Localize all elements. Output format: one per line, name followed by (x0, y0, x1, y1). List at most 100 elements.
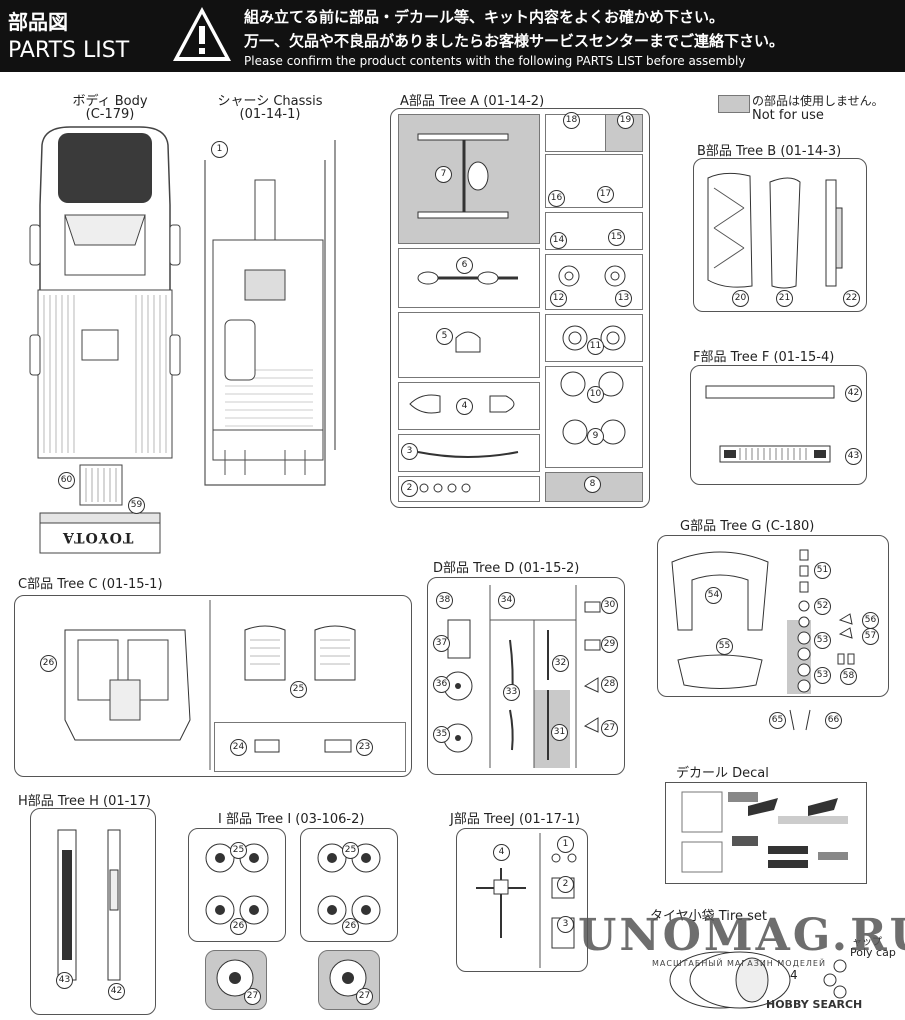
tree-g-drawing (671, 549, 855, 731)
part-58: 58 (840, 668, 857, 685)
tree-h-frame (30, 808, 156, 1015)
part-4: 4 (456, 398, 473, 415)
part-15: 15 (608, 229, 625, 246)
part-3: 3 (401, 443, 418, 460)
part-8: 8 (584, 476, 601, 493)
part-37: 37 (433, 635, 450, 652)
part-33: 33 (503, 684, 520, 701)
warning-jp-1: 組み立てる前に部品・デカール等、キット内容をよくお確かめ下さい。 (244, 8, 725, 26)
part-38: 38 (436, 592, 453, 609)
tree-d-drawing (443, 585, 601, 768)
part-53b: 53 (814, 667, 831, 684)
part-26: 26 (230, 918, 247, 935)
warning-icon (173, 7, 231, 61)
part-32: 32 (552, 655, 569, 672)
tree-d-title: D部品 Tree D (01-15-2) (433, 561, 580, 576)
tree-b-title: B部品 Tree B (01-14-3) (697, 144, 842, 159)
part-26: 26 (40, 655, 57, 672)
part-36: 36 (433, 676, 450, 693)
part-11: 11 (587, 338, 604, 355)
part-25b: 25 (342, 842, 359, 859)
part-13: 13 (615, 290, 632, 307)
part-3: 3 (557, 916, 574, 933)
part-5-drawing (455, 331, 481, 353)
part-14: 14 (550, 232, 567, 249)
part-34: 34 (498, 592, 515, 609)
poly-cap-jp: ャップ (852, 937, 882, 948)
part-27: 27 (601, 720, 618, 737)
part-56: 56 (862, 612, 879, 629)
part-29: 29 (601, 636, 618, 653)
part-59: 59 (128, 497, 145, 514)
part-26b: 26 (342, 918, 359, 935)
part-20: 20 (732, 290, 749, 307)
part-27: 27 (244, 988, 261, 1005)
part-2-drawing (419, 483, 471, 493)
part-28: 28 (601, 676, 618, 693)
part-4-drawing (409, 394, 515, 414)
tree-h-title: H部品 Tree H (01-17) (18, 794, 151, 809)
hobby-search-logo: HOBBY SEARCH (766, 998, 863, 1011)
warning-en: Please confirm the product contents with… (244, 54, 746, 68)
part-51: 51 (814, 562, 831, 579)
decal-drawing (681, 791, 848, 873)
poly-cap-en: Poly cap (850, 946, 896, 959)
part-2: 2 (401, 480, 418, 497)
tire-drawing (669, 951, 847, 1009)
body-logo: TOYOTA (62, 529, 134, 545)
title-jp: 部品図 (8, 10, 68, 34)
part-10: 10 (587, 386, 604, 403)
part-23: 23 (356, 739, 373, 756)
part-12: 12 (550, 290, 567, 307)
part-5: 5 (436, 328, 453, 345)
part-21: 21 (776, 290, 793, 307)
legend-jp: の部品は使用しません。 (752, 94, 884, 108)
not-for-use-swatch (718, 95, 750, 113)
tree-f-title: F部品 Tree F (01-15-4) (693, 350, 835, 365)
decal-title: デカール Decal (676, 766, 769, 781)
part-2: 2 (557, 876, 574, 893)
part-18: 18 (563, 112, 580, 129)
part-66: 66 (825, 712, 842, 729)
watermark-sub: МАСШТАБНЫЙ МАГАЗИН МОДЕЛЕЙ (652, 959, 826, 968)
tree-f-frame (690, 365, 867, 485)
tree-f-drawing (705, 385, 835, 463)
part-16: 16 (548, 190, 565, 207)
tire-title: タイヤ小袋 Tire set (650, 909, 767, 924)
part-53: 53 (814, 632, 831, 649)
title-en: PARTS LIST (8, 38, 130, 63)
part-19: 19 (617, 112, 634, 129)
part-17: 17 (597, 186, 614, 203)
part-1: 1 (211, 141, 228, 158)
tree-c-title: C部品 Tree C (01-15-1) (18, 577, 163, 592)
part-6: 6 (456, 257, 473, 274)
part-25: 25 (290, 681, 307, 698)
part-7: 7 (435, 166, 452, 183)
watermark-main: UNOMAG.RU (578, 910, 905, 961)
part-43: 43 (845, 448, 862, 465)
part-42: 42 (108, 983, 125, 1000)
part-54: 54 (705, 587, 722, 604)
part-30: 30 (601, 597, 618, 614)
chassis-title: シャーシ Chassis (217, 94, 323, 109)
body-drawing (29, 126, 181, 554)
tree-a-frame-drawing (417, 133, 509, 219)
part-31: 31 (551, 724, 568, 741)
legend-en: Not for use (752, 108, 824, 123)
part-42: 42 (845, 385, 862, 402)
tree-i-title: I 部品 Tree I (03-106-2) (218, 812, 365, 827)
header-banner: 部品図 PARTS LIST 組み立てる前に部品・デカール等、キット内容をよくお… (0, 0, 905, 72)
tree-a-title: A部品 Tree A (01-14-2) (400, 94, 545, 109)
part-55: 55 (716, 638, 733, 655)
chassis-drawing (204, 140, 336, 486)
part-22: 22 (843, 290, 860, 307)
tree-a-wheels-drawing (558, 265, 626, 445)
body-code: (C-179) (85, 107, 135, 122)
tree-b-drawing (707, 172, 843, 289)
part-43: 43 (56, 972, 73, 989)
part-52: 52 (814, 598, 831, 615)
part-3-drawing (417, 451, 519, 458)
tree-i-drawing (205, 843, 381, 997)
part-27b: 27 (356, 988, 373, 1005)
body-title: ボディ Body (72, 94, 148, 109)
